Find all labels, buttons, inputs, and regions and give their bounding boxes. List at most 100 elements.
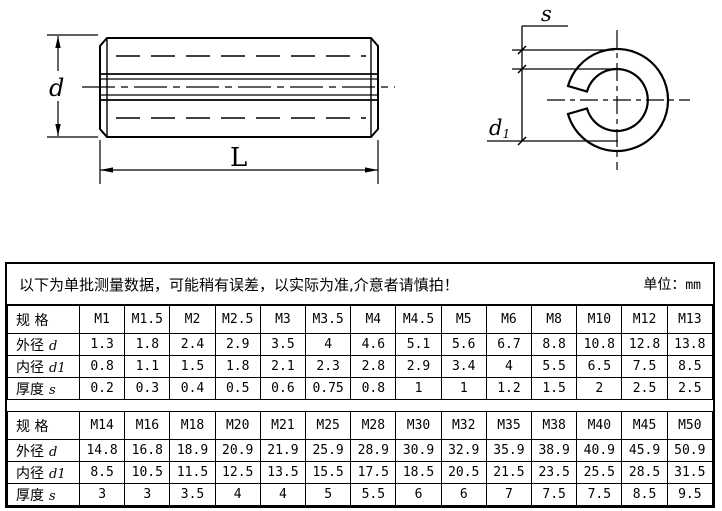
inner-diameter-cell: 1.8: [214, 355, 261, 378]
dimension-label-s: s: [541, 2, 552, 26]
inner-diameter-cell: 10.5: [124, 461, 171, 484]
spec-header-cell: M13: [666, 305, 714, 334]
spec-header-cell: M50: [666, 411, 714, 440]
inner-diameter-cell: 12.5: [214, 461, 261, 484]
inner-diameter-cell: 15.5: [305, 461, 352, 484]
outer-diameter-cell: 21.9: [259, 439, 307, 462]
spec-header-cell: M14: [78, 411, 126, 440]
outer-diameter-cell: 18.9: [169, 439, 216, 462]
thickness-cell: 5: [305, 483, 352, 506]
inner-diameter-cell: 25.5: [576, 461, 623, 484]
thickness-cell: 1: [440, 377, 487, 400]
thickness-cell: 6: [395, 483, 442, 506]
spec-header-cell: M28: [350, 411, 397, 440]
thickness-cell: 6: [440, 483, 487, 506]
thickness-cell: 1: [395, 377, 442, 400]
spec-header-cell: M4.5: [395, 305, 442, 334]
thickness-cell: 0.5: [214, 377, 261, 400]
thickness-cell: 3: [78, 483, 126, 506]
thickness-cell: 7.5: [576, 483, 623, 506]
outer-diameter-cell: 25.9: [305, 439, 352, 462]
technical-drawing: d L s d1: [47, 2, 690, 184]
outer-diameter-cell: 1.8: [124, 333, 171, 356]
outer-diameter-cell: 16.8: [124, 439, 171, 462]
outer-diameter-cell: 8.8: [531, 333, 578, 356]
thickness-cell: 0.3: [124, 377, 171, 400]
spec-header-cell: M1: [78, 305, 126, 334]
thickness-cell: 1.2: [485, 377, 533, 400]
end-view-drawing: s d1: [487, 2, 690, 170]
outer-diameter-cell: 30.9: [395, 439, 442, 462]
outer-diameter-cell: 10.8: [576, 333, 623, 356]
outer-diameter-cell: 45.9: [621, 439, 668, 462]
inner-diameter-cell: 21.5: [485, 461, 533, 484]
inner-diameter-cell: 1.1: [124, 355, 171, 378]
outer-diameter-cell: 2.9: [214, 333, 261, 356]
outer-diameter-cell: 5.6: [440, 333, 487, 356]
inner-diameter-cell: 31.5: [666, 461, 714, 484]
thickness-cell: 0.2: [78, 377, 126, 400]
dimension-d1: [487, 136, 618, 146]
inner-diameter-cell: 6.5: [576, 355, 623, 378]
thickness-cell: 1.5: [531, 377, 578, 400]
inner-diameter-cell: 2.8: [350, 355, 397, 378]
thickness-cell: 3: [124, 483, 171, 506]
thickness-cell: 0.8: [350, 377, 397, 400]
inner-diameter-cell: 18.5: [395, 461, 442, 484]
spec-header-cell: M2: [169, 305, 216, 334]
inner-diameter-cell: 2.9: [395, 355, 442, 378]
thickness-cell: 7: [485, 483, 533, 506]
thickness-cell: 5.5: [350, 483, 397, 506]
spec-table-panel: 以下为单批测量数据，可能稍有误差，以实际为准,介意者请慎拍！ 单位：mm 规 格…: [5, 262, 715, 508]
spec-header-cell: M1.5: [124, 305, 171, 334]
spec-header-cell: M16: [124, 411, 171, 440]
spec-header-cell: M12: [621, 305, 668, 334]
thickness-cell: 9.5: [666, 483, 714, 506]
thickness-cell: 2.5: [666, 377, 714, 400]
outer-diameter-cell: 3.5: [259, 333, 307, 356]
inner-diameter-cell: 23.5: [531, 461, 578, 484]
outer-diameter-cell: 32.9: [440, 439, 487, 462]
thickness-cell: 0.75: [305, 377, 352, 400]
pin-cross-section: [566, 47, 670, 153]
outer-diameter-cell: 40.9: [576, 439, 623, 462]
spec-header-cell: M3.5: [305, 305, 352, 334]
side-view-drawing: d L: [47, 34, 395, 184]
spec-header-cell: M5: [440, 305, 487, 334]
inner-diameter-cell: 11.5: [169, 461, 216, 484]
inner-diameter-cell: 8.5: [666, 355, 714, 378]
outer-diameter-cell: 4: [305, 333, 352, 356]
outer-diameter-cell: 20.9: [214, 439, 261, 462]
outer-diameter-cell: 5.1: [395, 333, 442, 356]
thickness-cell: 3.5: [169, 483, 216, 506]
spec-header-cell: M18: [169, 411, 216, 440]
outer-diameter-cell: 14.8: [78, 439, 126, 462]
inner-diameter-cell: 13.5: [259, 461, 307, 484]
inner-diameter-cell: 4: [485, 355, 533, 378]
outer-diameter-cell: 2.4: [169, 333, 216, 356]
dimension-s: [512, 25, 614, 141]
spec-header-cell: M4: [350, 305, 397, 334]
outer-diameter-cell: 28.9: [350, 439, 397, 462]
inner-diameter-cell: 20.5: [440, 461, 487, 484]
spec-header-cell: M3: [259, 305, 307, 334]
spec-header-cell: M21: [259, 411, 307, 440]
outer-diameter-cell: 35.9: [485, 439, 533, 462]
spec-header-cell: M40: [576, 411, 623, 440]
inner-diameter-cell: 17.5: [350, 461, 397, 484]
inner-diameter-cell: 1.5: [169, 355, 216, 378]
thickness-cell: 4: [214, 483, 261, 506]
row-label-spec: 规 格: [7, 411, 80, 440]
thickness-cell: 0.6: [259, 377, 307, 400]
dimension-label-L: L: [230, 143, 247, 173]
